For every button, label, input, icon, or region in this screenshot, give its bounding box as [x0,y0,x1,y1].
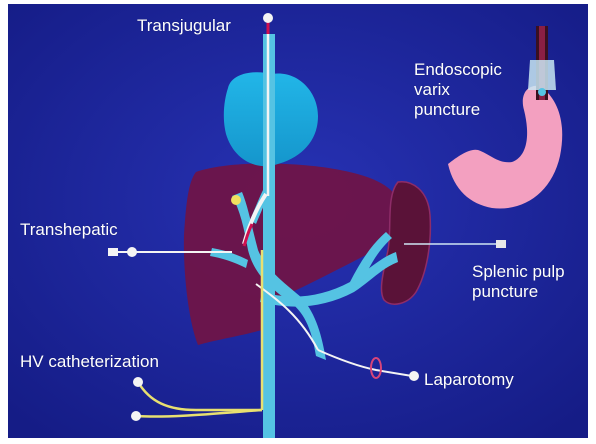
endoscopic-varix-puncture-label: Endoscopic varix puncture [414,60,502,120]
splenic-label-line2: puncture [472,282,565,302]
hv-catheter-hub-upper [133,377,143,387]
splenic-label-line1: Splenic pulp [472,262,565,282]
varix-needle-tip [538,88,546,96]
transhepatic-handle [108,248,118,256]
hv-catheter-hub-lower [131,411,141,421]
splenic-needle-hub [496,240,506,248]
endoscopic-label-line2: varix [414,80,502,100]
transhepatic-hub [127,247,137,257]
splenic-pulp-puncture-label: Splenic pulp puncture [472,262,565,302]
transhepatic-label: Transhepatic [20,220,118,240]
laparotomy-hub [409,371,419,381]
hv-catheterization-label: HV catheterization [20,352,159,372]
endoscopic-label-line1: Endoscopic [414,60,502,80]
transjugular-hub [263,13,273,23]
laparotomy-label: Laparotomy [424,370,514,390]
endoscope-tip [528,60,556,90]
transjugular-label: Transjugular [137,16,231,36]
tips-balloon [231,195,241,205]
endoscopic-label-line3: puncture [414,100,502,120]
